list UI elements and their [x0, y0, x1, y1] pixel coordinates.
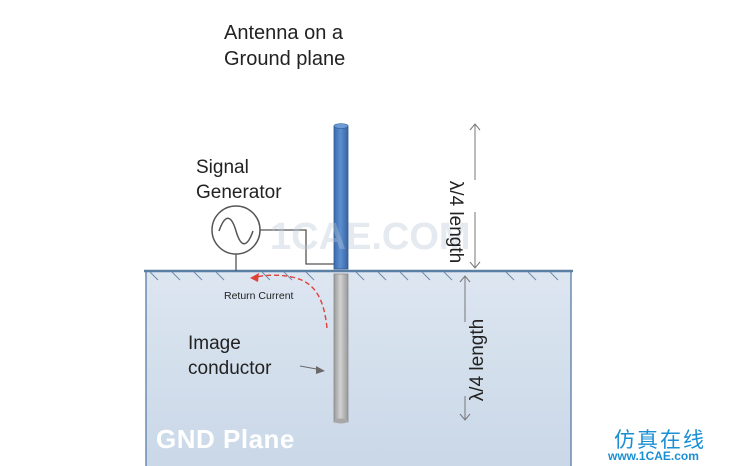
return-current-arrowhead	[250, 273, 259, 282]
antenna-top	[333, 123, 349, 129]
image-conductor-label-line-1: Image	[188, 333, 241, 354]
image-conductor-label: Image conductor	[188, 331, 271, 381]
signal-generator-label-line-1: Signal	[196, 157, 249, 178]
site-logo-url: www.1CAE.com	[608, 449, 699, 463]
image-conductor-bottom	[334, 418, 348, 424]
return-current-path	[251, 274, 328, 329]
signal-generator-label: Signal Generator	[196, 155, 282, 205]
signal-generator-label-line-2: Generator	[196, 182, 282, 203]
watermark-text: 1CAE.COM	[270, 216, 471, 258]
return-current-label: Return Current	[224, 290, 294, 302]
upper-dimension-arrow	[469, 123, 481, 269]
diagram-title-line-1: Antenna on a	[224, 22, 343, 44]
image-conductor	[333, 273, 349, 423]
image-conductor-pointer-arrowhead	[316, 366, 325, 374]
gnd-plane-label: GND Plane	[156, 424, 295, 454]
diagram-title-line-2: Ground plane	[224, 48, 346, 70]
sine-wave-icon	[218, 217, 254, 245]
feed-wire-to-antenna	[260, 229, 334, 265]
lower-dimension-arrow	[459, 275, 471, 421]
site-logo-chinese: 仿真在线	[614, 428, 706, 452]
diagram-title: Antenna on a Ground plane	[224, 20, 345, 72]
ground-plane	[145, 270, 572, 466]
upper-quarter-wave-length-label: λ/4 length	[445, 180, 466, 264]
lower-quarter-wave-length-label: λ/4 length	[467, 318, 488, 402]
ground-hatch-marks	[149, 271, 559, 281]
image-conductor-label-line-2: conductor	[188, 358, 272, 379]
